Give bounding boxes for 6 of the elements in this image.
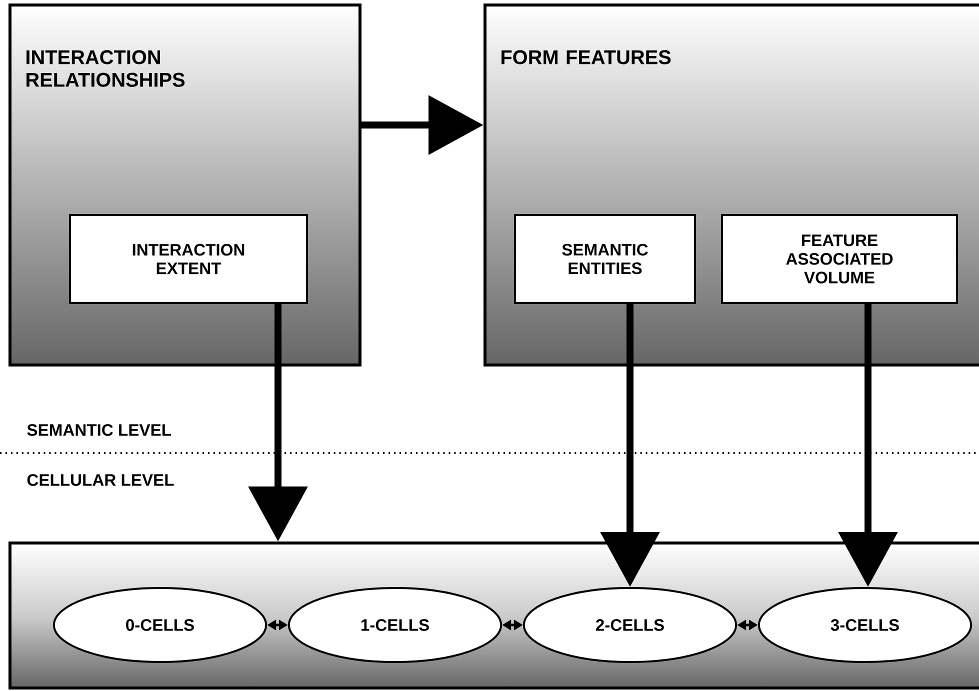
cell-band xyxy=(8,542,979,690)
entity-box: INTERACTION EXTENT xyxy=(69,214,308,304)
entity-box: SEMANTIC ENTITIES xyxy=(514,214,696,304)
entity-box: FEATURE ASSOCIATED VOLUME xyxy=(721,214,958,304)
level-label: CELLULAR LEVEL xyxy=(27,474,174,486)
level-label: SEMANTIC LEVEL xyxy=(27,424,171,436)
